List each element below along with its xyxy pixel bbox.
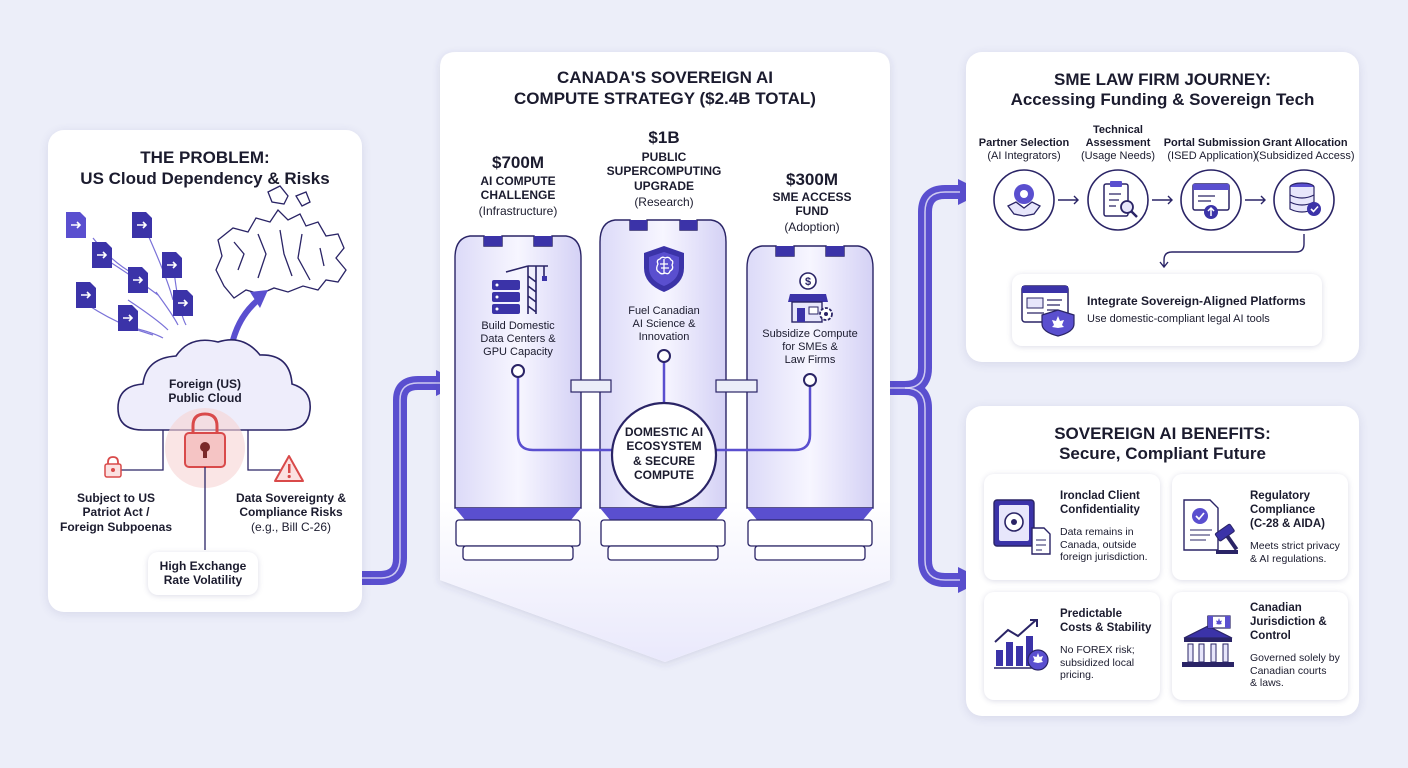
pillar-3-amount: $300M [786,170,838,189]
benefit-confidentiality: Ironclad Client Confidentiality Data rem… [984,474,1160,580]
pillar-3-name: SME ACCESS FUND [772,190,852,219]
pillar-1-amount: $700M [492,153,544,172]
journey-subtitle: Accessing Funding & Sovereign Tech [1010,90,1315,109]
benefit-predictable-costs: Predictable Costs & Stability No FOREX r… [984,592,1160,700]
benefit-2-desc: Meets strict privacy & AI regulations. [1250,540,1340,565]
courthouse-flag-icon [1182,615,1234,667]
database-check-icon [1289,182,1321,216]
cloud-label: Foreign (US) Public Cloud [168,377,242,406]
server-crane-icon [492,265,548,314]
risk-bill-note: (e.g., Bill C-26) [250,520,332,534]
pillar-2-name: PUBLIC SUPERCOMPUTING UPGRADE [606,150,722,193]
handshake-gear-icon [1007,184,1041,217]
integrate-platforms-box: Integrate Sovereign-Aligned Platforms Us… [1012,274,1322,346]
safe-document-icon [993,499,1051,555]
journey-title: SME LAW FIRM JOURNEY: [1054,70,1271,89]
risk-patriot-act: Subject to US Patriot Act / Foreign Subp… [59,491,172,534]
pillar-2-desc: Fuel Canadian AI Science & Innovation [628,305,700,344]
risk-data-sovereignty: Data Sovereignty & Compliance Risks [235,491,347,520]
pillar-1-sub: (Infrastructure) [478,204,558,218]
document-gavel-icon [1183,499,1239,554]
step-4-sub: (Subsidized Access) [1255,150,1355,162]
problem-card: THE PROBLEM: US Cloud Dependency & Risks [48,130,362,612]
benefit-4-desc: Governed solely by Canadian courts & law… [1250,652,1340,690]
data-files-flow [66,185,347,550]
problem-title: THE PROBLEM: [140,148,270,167]
pillar-3-desc: Subsidize Compute for SMEs & Law Firms [762,328,858,367]
step-1-sub: (AI Integrators) [987,150,1061,162]
padlock-icon [184,412,226,468]
benefits-subtitle: Secure, Compliant Future [1059,444,1266,463]
step-3-sub: (ISED Application) [1167,150,1257,162]
benefit-1-desc: Data remains in Canada, outside foreign … [1060,526,1148,564]
step-3-name: Portal Submission [1163,137,1261,149]
benefit-3-desc: No FOREX risk; subsidized local pricing. [1060,644,1135,682]
chart-maple-icon [994,619,1049,671]
canada-map-icon [215,185,347,299]
benefits-card: SOVEREIGN AI BENEFITS: Secure, Compliant… [966,406,1359,716]
journey-steps-graphic [993,169,1335,269]
benefit-3-title: Predictable Costs & Stability [1060,608,1152,634]
benefits-title: SOVEREIGN AI BENEFITS: [1054,424,1271,443]
step-4-name: Grant Allocation [1262,137,1348,149]
step-2-sub: (Usage Needs) [1081,150,1155,162]
hub-label: DOMESTIC AI ECOSYSTEM & SECURE COMPUTE [624,425,704,483]
pillar-1-desc: Build Domestic Data Centers & GPU Capaci… [480,320,556,359]
benefit-2-title: Regulatory Compliance (C-28 & AIDA) [1250,490,1325,530]
strategy-title: CANADA'S SOVEREIGN AI COMPUTE STRATEGY (… [514,68,816,108]
exchange-volatility-box: High Exchange Rate Volatility [148,552,258,595]
hub-circle [610,401,718,509]
clipboard-magnifier-icon [1103,181,1138,218]
benefit-4-title: Canadian Jurisdiction & Control [1250,602,1327,642]
journey-card: SME LAW FIRM JOURNEY: Accessing Funding … [966,52,1359,362]
small-lock-icon [104,456,122,478]
pillar-1-name: AI COMPUTE CHALLENGE [480,174,556,203]
benefit-jurisdiction: Canadian Jurisdiction & Control Governed… [1172,592,1348,700]
problem-subtitle: US Cloud Dependency & Risks [80,169,330,188]
cloud-icon [117,339,311,431]
benefit-1-title: Ironclad Client Confidentiality [1060,490,1140,516]
step-1-name: Partner Selection [978,137,1070,149]
step-2-name: Technical Assessment [1085,124,1151,150]
storefront-dollar-icon: $ [788,272,833,323]
map-arrow [230,297,261,343]
warning-icon [274,455,304,482]
browser-maple-shield-icon [1021,285,1075,337]
benefit-compliance: Regulatory Compliance (C-28 & AIDA) Meet… [1172,474,1348,580]
pillar-2-sub: (Research) [634,195,694,209]
integrate-title: Integrate Sovereign-Aligned Platforms [1087,294,1306,308]
svg-text:$: $ [805,276,811,288]
shield-brain-icon [644,246,684,292]
integrate-desc: Use domestic-compliant legal AI tools [1087,313,1270,325]
file-icons [66,212,193,331]
pillar-3-sub: (Adoption) [784,220,840,234]
browser-upload-icon [1192,183,1230,219]
pillar-2-amount: $1B [648,128,680,147]
